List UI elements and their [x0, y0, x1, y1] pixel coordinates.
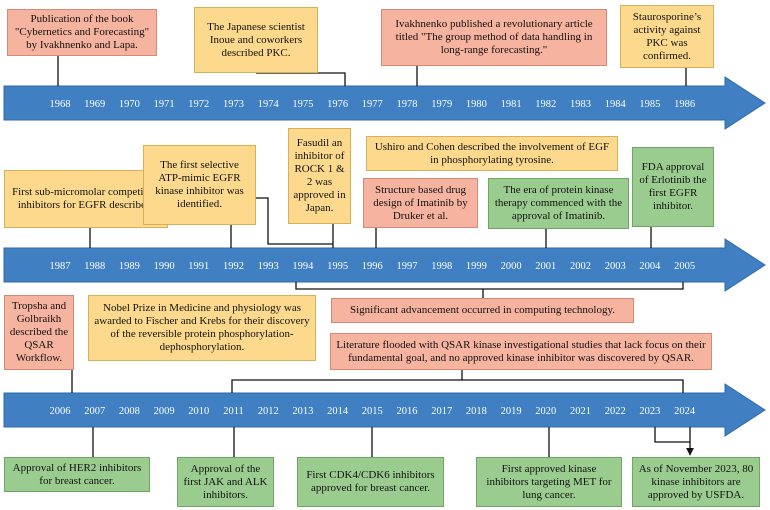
year-label-1977: 1977	[362, 99, 383, 110]
year-label-2010: 2010	[188, 406, 209, 417]
year-label-1994: 1994	[292, 261, 314, 272]
bracket-1994-2005	[295, 282, 684, 290]
year-label-2020: 2020	[535, 406, 556, 417]
year-label-1984: 1984	[605, 99, 627, 110]
event-1980-ushiro-cohen: Ushiro and Cohen described the involveme…	[366, 136, 618, 171]
year-label-1979: 1979	[431, 99, 452, 110]
year-label-2019: 2019	[501, 406, 522, 417]
year-label-2018: 2018	[466, 406, 487, 417]
event-2006-qsar-workflow: Tropsha and Golbraikh described the QSAR…	[4, 295, 74, 370]
year-label-1976: 1976	[327, 99, 348, 110]
year-label-1970: 1970	[119, 99, 140, 110]
year-label-1988: 1988	[84, 261, 105, 272]
year-label-2005: 2005	[674, 261, 695, 272]
year-label-2023: 2023	[639, 406, 660, 417]
year-label-1983: 1983	[570, 99, 591, 110]
year-label-1991: 1991	[188, 261, 209, 272]
event-1986-staurosporine: Staurosporine’s activity against PKC was…	[620, 5, 714, 68]
year-label-2013: 2013	[292, 406, 313, 417]
year-label-2024: 2024	[674, 406, 696, 417]
year-label-1969: 1969	[84, 99, 105, 110]
event-2020-met: First approved kinase inhibitors targeti…	[476, 457, 622, 507]
connector-1975	[256, 72, 346, 86]
year-label-2017: 2017	[431, 406, 452, 417]
year-label-2011: 2011	[223, 406, 244, 417]
year-label-1974: 1974	[258, 99, 280, 110]
year-label-2015: 2015	[362, 406, 383, 417]
year-label-1975: 1975	[292, 99, 313, 110]
year-label-2012: 2012	[258, 406, 279, 417]
event-1975-pkc: The Japanese scientist Inoue and coworke…	[194, 7, 318, 73]
timeline-arrow-2	[3, 238, 766, 292]
year-label-1968: 1968	[50, 99, 71, 110]
year-label-2014: 2014	[327, 406, 349, 417]
year-label-1973: 1973	[223, 99, 244, 110]
year-label-1996: 1996	[362, 261, 383, 272]
event-1993-atp-mimic: The first selective ATP-mimic EGFR kinas…	[143, 145, 256, 225]
event-2011-jak-alk: Approval of the first JAK and ALK inhibi…	[177, 457, 274, 507]
event-2007-her2: Approval of HER2 inhibitors for breast c…	[4, 457, 150, 492]
year-label-1998: 1998	[431, 261, 452, 272]
event-computing-advancement: Significant advancement occurred in comp…	[331, 298, 634, 323]
year-label-2002: 2002	[570, 261, 591, 272]
year-label-2022: 2022	[605, 406, 626, 417]
event-1988-egfr-inhibitors: First sub-micromolar competitive inhibit…	[4, 170, 168, 228]
event-2015-cdk46: First CDK4/CDK6 inhibitors approved for …	[297, 457, 444, 507]
year-label-1972: 1972	[188, 99, 209, 110]
year-label-2000: 2000	[501, 261, 522, 272]
event-2004-erlotinib: FDA approval of Erlotinib the first EGFR…	[632, 147, 714, 227]
event-1996-imatinib-design: Structure based drug design of Imatinib …	[363, 178, 478, 228]
connector-2023	[654, 427, 694, 456]
year-label-1982: 1982	[535, 99, 556, 110]
event-1995-fasudil: Fasudil an inhibitor of ROCK 1 & 2 was a…	[288, 128, 351, 224]
event-qsar-literature: Literature flooded with QSAR kinase inve…	[330, 333, 712, 370]
year-label-2009: 2009	[154, 406, 175, 417]
timeline-arrow-3	[3, 383, 766, 437]
year-label-1981: 1981	[501, 99, 522, 110]
event-2001-imatinib-approval: The era of protein kinase therapy commen…	[488, 178, 629, 229]
year-label-1971: 1971	[154, 99, 175, 110]
year-label-2004: 2004	[639, 261, 661, 272]
year-label-2003: 2003	[605, 261, 626, 272]
year-label-2021: 2021	[570, 406, 591, 417]
year-label-2008: 2008	[119, 406, 140, 417]
year-label-2016: 2016	[397, 406, 418, 417]
event-1968-book: Publication of the book "Cybernetics and…	[7, 9, 157, 56]
year-label-2007: 2007	[84, 406, 105, 417]
year-label-1980: 1980	[466, 99, 487, 110]
timeline-arrow-1	[3, 76, 766, 130]
year-label-2006: 2006	[50, 406, 71, 417]
event-2023-80-inhibitors: As of November 2023, 80 kinase inhibitor…	[632, 457, 760, 507]
year-label-2001: 2001	[535, 261, 556, 272]
year-label-1986: 1986	[674, 99, 695, 110]
year-label-1993: 1993	[258, 261, 279, 272]
year-label-1985: 1985	[639, 99, 660, 110]
year-label-1987: 1987	[50, 261, 71, 272]
event-1992-nobel-prize: Nobel Prize in Medicine and physiology w…	[88, 295, 316, 361]
bracket-2011-2024	[231, 379, 684, 393]
year-label-1990: 1990	[154, 261, 175, 272]
year-label-1997: 1997	[397, 261, 418, 272]
year-label-1999: 1999	[466, 261, 487, 272]
year-label-1995: 1995	[327, 261, 348, 272]
event-1978-gmdh-article: Ivakhnenko published a revolutionary art…	[381, 9, 607, 66]
year-label-1989: 1989	[119, 261, 140, 272]
year-label-1992: 1992	[223, 261, 244, 272]
year-label-1978: 1978	[397, 99, 418, 110]
